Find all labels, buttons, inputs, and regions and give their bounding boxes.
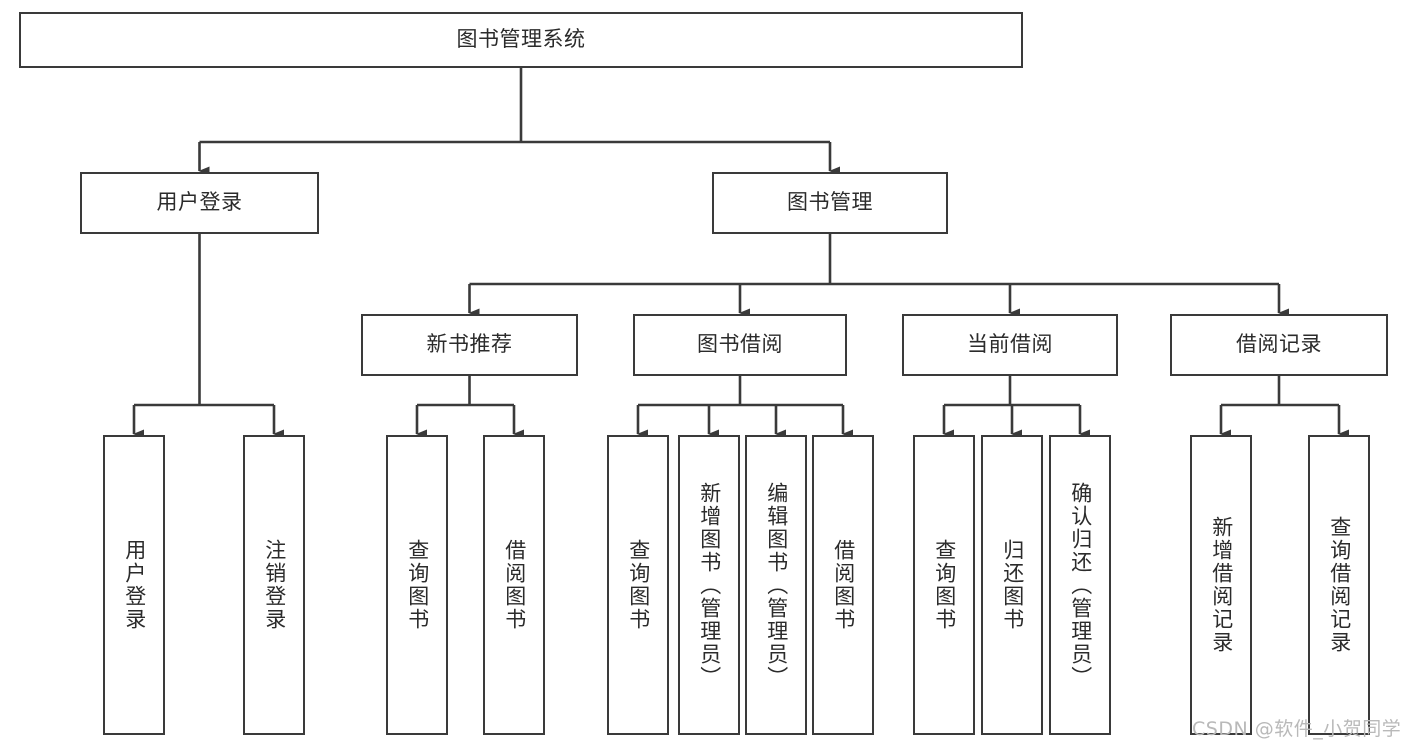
node-label: 确认归还（管理员） — [1068, 481, 1093, 689]
node-root[interactable]: 图书管理系统 — [19, 12, 1023, 68]
node-label: 编辑图书（管理员） — [764, 481, 789, 689]
node-label: 归还图书 — [1000, 539, 1025, 631]
node-label: 查询图书 — [626, 539, 651, 631]
node-leaf-edit-book[interactable]: 编辑图书（管理员） — [745, 435, 807, 735]
node-current-borrow[interactable]: 当前借阅 — [902, 314, 1118, 376]
node-borrow-record[interactable]: 借阅记录 — [1170, 314, 1388, 376]
node-label: 借阅记录 — [1236, 332, 1322, 357]
node-label: 查询借阅记录 — [1327, 516, 1352, 654]
node-leaf-query-book-2[interactable]: 查询图书 — [607, 435, 669, 735]
node-leaf-query-book-1[interactable]: 查询图书 — [386, 435, 448, 735]
node-book-manage[interactable]: 图书管理 — [712, 172, 948, 234]
node-label: 查询图书 — [405, 539, 430, 631]
node-leaf-borrow-book-1[interactable]: 借阅图书 — [483, 435, 545, 735]
node-new-book-recommend[interactable]: 新书推荐 — [361, 314, 578, 376]
node-leaf-add-record[interactable]: 新增借阅记录 — [1190, 435, 1252, 735]
node-leaf-query-record[interactable]: 查询借阅记录 — [1308, 435, 1370, 735]
node-label: 新增图书（管理员） — [697, 481, 722, 689]
node-label: 查询图书 — [932, 539, 957, 631]
node-label: 图书借阅 — [697, 332, 783, 357]
node-label: 图书管理系统 — [456, 27, 586, 52]
node-leaf-user-logout[interactable]: 注销登录 — [243, 435, 305, 735]
node-label: 当前借阅 — [967, 332, 1053, 357]
node-user-login[interactable]: 用户登录 — [80, 172, 319, 234]
node-leaf-query-book-3[interactable]: 查询图书 — [913, 435, 975, 735]
node-label: 用户登录 — [156, 190, 243, 215]
node-leaf-return-book[interactable]: 归还图书 — [981, 435, 1043, 735]
node-label: 借阅图书 — [502, 539, 527, 631]
watermark: CSDN @软件_小贺同学 — [1192, 718, 1402, 740]
node-leaf-user-login[interactable]: 用户登录 — [103, 435, 165, 735]
node-label: 图书管理 — [787, 190, 873, 215]
node-book-borrow[interactable]: 图书借阅 — [633, 314, 847, 376]
node-leaf-add-book[interactable]: 新增图书（管理员） — [678, 435, 740, 735]
node-leaf-confirm-return[interactable]: 确认归还（管理员） — [1049, 435, 1111, 735]
node-label: 借阅图书 — [831, 539, 856, 631]
node-label: 新书推荐 — [426, 332, 513, 357]
node-label: 新增借阅记录 — [1209, 516, 1234, 654]
node-leaf-borrow-book-2[interactable]: 借阅图书 — [812, 435, 874, 735]
node-label: 注销登录 — [262, 539, 287, 631]
node-label: 用户登录 — [122, 539, 147, 631]
